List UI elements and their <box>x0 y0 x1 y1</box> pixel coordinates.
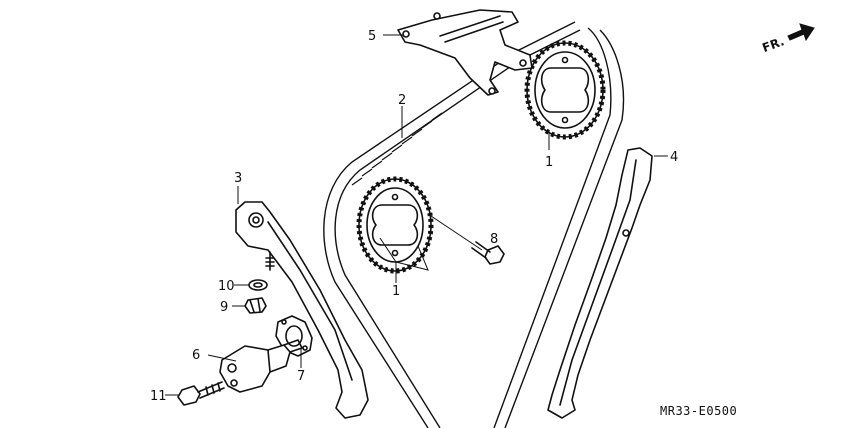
tensioner-arm <box>235 201 369 419</box>
callout-2: 2 <box>398 93 406 108</box>
arrow-front-icon <box>787 23 815 42</box>
callout-9: 9 <box>220 300 228 315</box>
chain-guide-bracket <box>397 9 533 96</box>
callout-numbers: 5 2 1 4 3 8 1 10 9 6 7 11 <box>150 29 678 404</box>
callout-5: 5 <box>368 29 376 44</box>
flange-bolt-8 <box>471 241 505 265</box>
callout-3: 3 <box>234 171 242 186</box>
cam-sprocket-upper <box>524 40 606 140</box>
washer <box>248 279 268 291</box>
leader-lines <box>165 34 668 396</box>
front-direction-label: FR. <box>760 34 786 55</box>
cam-chain-guide <box>547 147 653 419</box>
cam-sprocket-lower <box>356 176 434 274</box>
flange-bolt-11 <box>177 381 225 406</box>
callout-7: 7 <box>297 369 305 384</box>
sealing-bolt <box>244 297 267 314</box>
callout-1-lower: 1 <box>392 284 400 299</box>
callout-10: 10 <box>218 279 235 294</box>
front-direction-indicator: FR. <box>760 23 815 55</box>
callout-1-upper: 1 <box>545 155 553 170</box>
callout-11: 11 <box>150 389 167 404</box>
callout-4: 4 <box>670 150 678 165</box>
diagram-reference-code: MR33-E0500 <box>660 404 737 418</box>
tensioner-lifter <box>219 339 303 393</box>
callout-6: 6 <box>192 348 200 363</box>
callout-8: 8 <box>490 232 498 247</box>
chain-links <box>351 112 443 186</box>
